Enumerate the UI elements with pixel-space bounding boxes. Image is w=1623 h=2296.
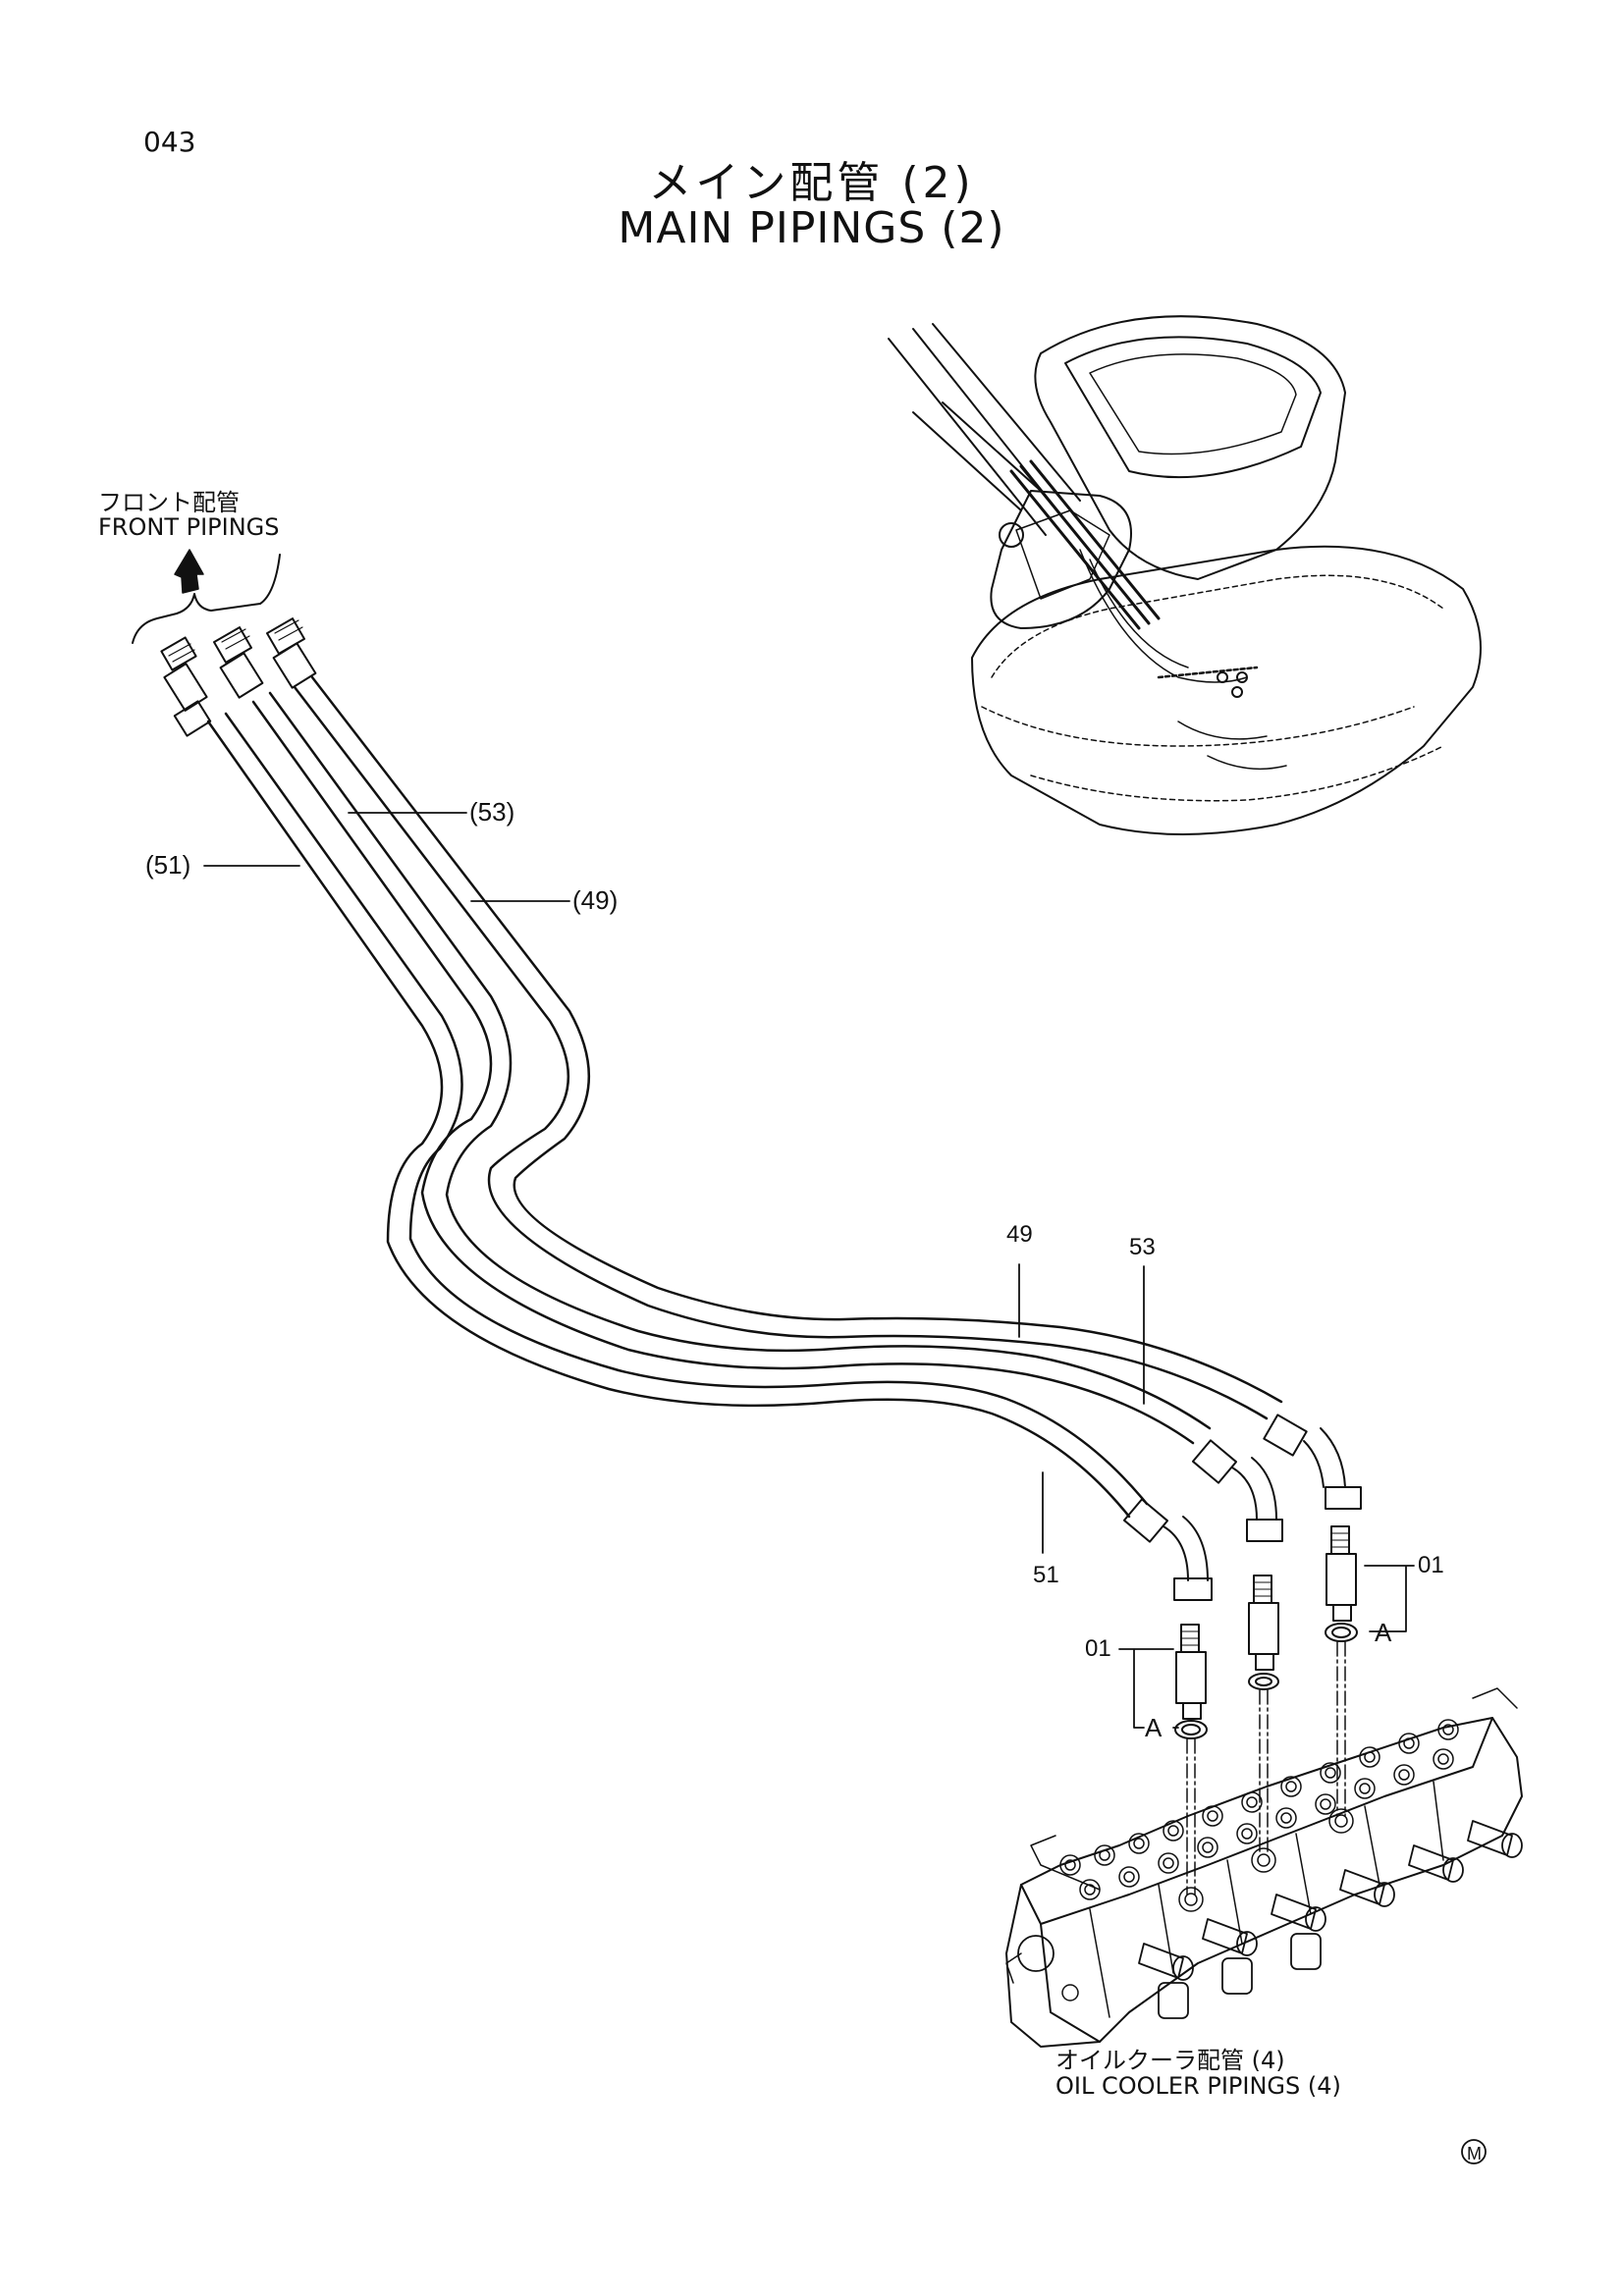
hose-fittings-upper — [160, 617, 317, 737]
callout-01-left: 01 — [1085, 1635, 1111, 1662]
front-pipings-bracket — [132, 554, 281, 644]
front-pipings-label-en: FRONT PIPINGS — [98, 513, 280, 541]
page-number: 043 — [143, 126, 196, 158]
hose-fittings-lower — [1122, 1414, 1362, 1601]
control-valve — [1005, 1687, 1523, 2048]
callout-53-lower: 53 — [1129, 1234, 1156, 1260]
mark-m: M — [1467, 2144, 1482, 2163]
callout-49-lower: 49 — [1006, 1221, 1033, 1248]
mark-m-circle — [1461, 2139, 1487, 2164]
callout-01-right: 01 — [1418, 1552, 1444, 1578]
oil-cooler-pipings-label-en: OIL COOLER PIPINGS (4) — [1055, 2072, 1341, 2100]
oil-cooler-pipings-label-ja: オイルクーラ配管 (4) — [1055, 2047, 1285, 2074]
callout-49-upper: (49) — [572, 885, 618, 915]
hose-53 — [251, 691, 1212, 1445]
callout-53-upper: (53) — [469, 797, 514, 827]
callout-a-right: A — [1375, 1618, 1392, 1647]
leader-lines — [203, 812, 1415, 1729]
front-pipings-label-ja: フロント配管 — [98, 489, 240, 516]
adapter-middle — [1248, 1575, 1279, 1690]
callout-51-lower: 51 — [1033, 1562, 1059, 1588]
arrow-up-icon — [174, 549, 204, 594]
page-title-ja: メイン配管 (2) — [648, 158, 975, 208]
callout-a-left: A — [1145, 1713, 1163, 1742]
adapter-01-left — [1174, 1624, 1208, 1739]
excavator-overview — [888, 315, 1482, 835]
callout-51-upper: (51) — [145, 850, 190, 880]
adapter-01-right — [1325, 1525, 1358, 1642]
hose-49 — [293, 675, 1283, 1420]
page-title-en: MAIN PIPINGS (2) — [618, 203, 1005, 253]
